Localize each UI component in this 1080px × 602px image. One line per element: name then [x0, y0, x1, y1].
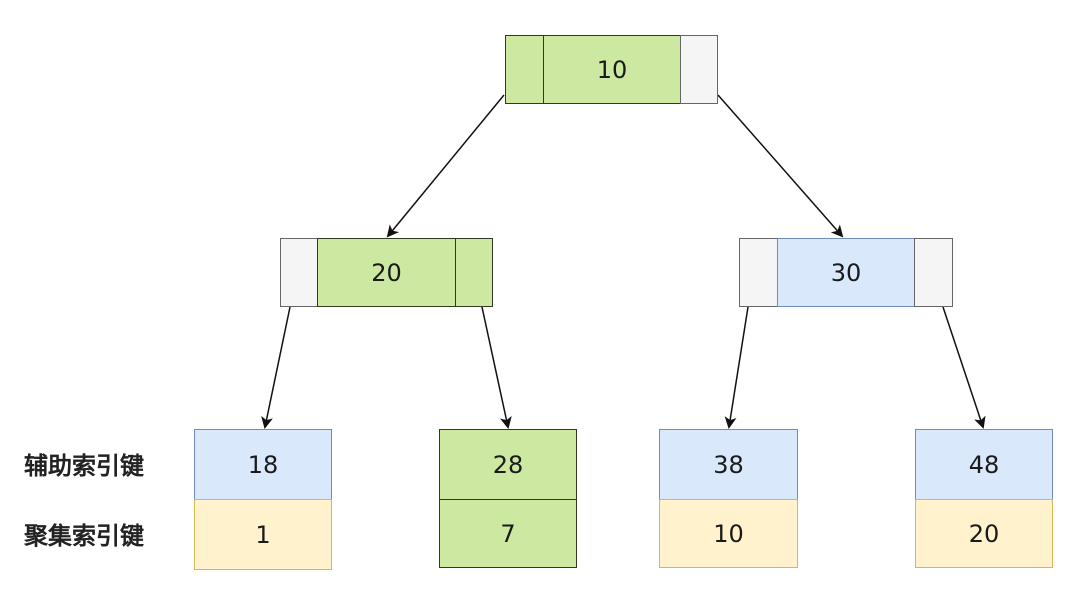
edge-left-to-leaf-2 [481, 306, 512, 429]
label-secondary-index-key: 辅助索引键 [24, 452, 144, 480]
left-node-pointer-left [280, 238, 318, 307]
right-node-pointer-right [914, 238, 953, 307]
edge-right-to-leaf-4 [942, 306, 986, 429]
edge-root-to-right [717, 94, 844, 238]
leaf-3-secondary-key: 38 [659, 429, 798, 500]
leaf-2-primary-key: 7 [439, 499, 577, 568]
label-clustered-index-key: 聚集索引键 [24, 522, 144, 550]
root-pointer-left [505, 35, 544, 104]
edge-left-to-leaf-1 [261, 306, 291, 429]
root-key: 10 [543, 35, 681, 104]
edge-right-to-leaf-3 [724, 306, 749, 429]
left-node-pointer-right [455, 238, 493, 307]
root-pointer-right [680, 35, 718, 104]
leaf-1-primary-key: 1 [194, 499, 332, 570]
leaf-1-secondary-key: 18 [194, 429, 332, 500]
right-node-pointer-left [739, 238, 778, 307]
leaf-3-primary-key: 10 [659, 499, 798, 568]
left-node-key: 20 [317, 238, 456, 307]
leaf-4-secondary-key: 48 [915, 429, 1053, 500]
right-node-key: 30 [777, 238, 915, 307]
leaf-2-secondary-key: 28 [439, 429, 577, 500]
edge-root-to-left [386, 94, 505, 238]
leaf-4-primary-key: 20 [915, 499, 1053, 568]
